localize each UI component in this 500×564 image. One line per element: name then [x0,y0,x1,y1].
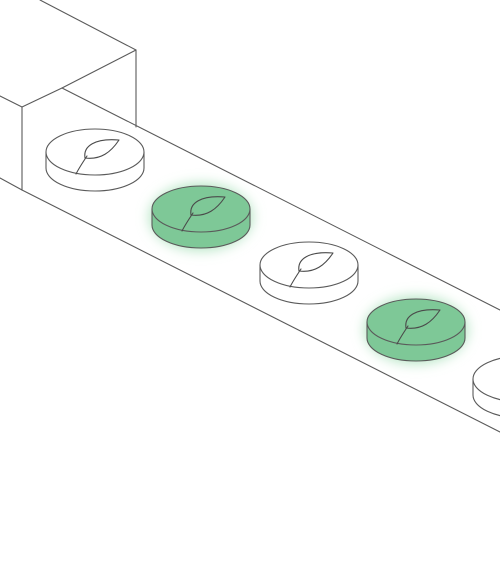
token-top [259,241,359,289]
conveyor-belt [0,87,500,433]
leaf-icon [396,309,441,345]
leaf-icon [181,196,226,232]
token-highlighted [364,296,468,364]
token [259,241,359,305]
token-top [366,298,466,346]
token-top [151,185,251,233]
tokens-layer [45,128,500,417]
leaf-icon [289,252,334,288]
token-highlighted [149,183,253,251]
leaf-icon [75,139,120,175]
token [472,357,500,417]
token-top [45,128,145,176]
token [45,128,145,192]
token-top [472,357,500,401]
dispenser-box [0,0,137,191]
